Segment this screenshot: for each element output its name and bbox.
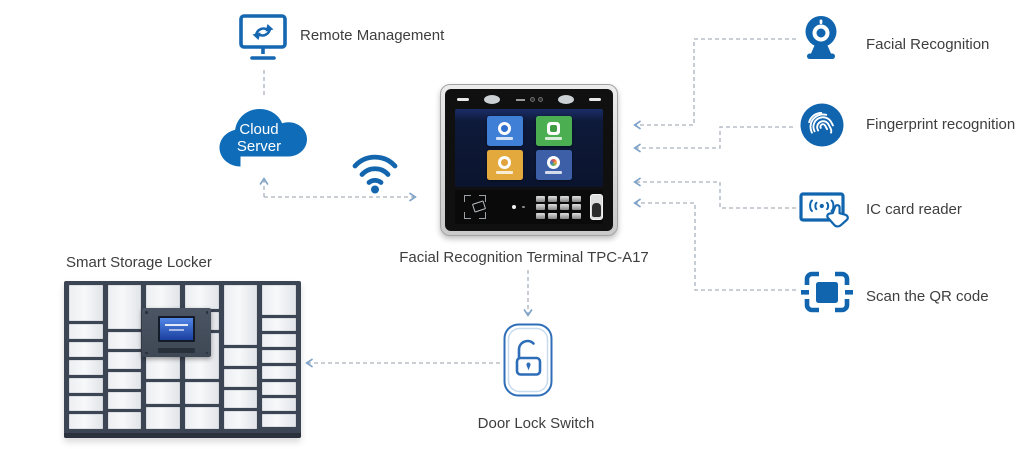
locker-panel-screen: [158, 316, 195, 342]
connector-qr-terminal: [636, 203, 796, 291]
screen-tile-users: [486, 150, 523, 180]
wifi-icon: [348, 150, 402, 201]
locker-column: [185, 285, 219, 430]
screen-tile-settings: [535, 150, 572, 180]
facial-recognition-label: Facial Recognition: [866, 36, 990, 53]
terminal-bottom-panel: [455, 190, 603, 224]
locker-door: [185, 285, 219, 309]
speaker-slot: [589, 98, 601, 101]
qr-scan-icon: [800, 268, 854, 325]
locker-door: [107, 392, 142, 409]
locker-door: [223, 390, 258, 408]
door-lock-icon: [502, 322, 554, 403]
card-swipe-area: [464, 195, 487, 219]
locker-door: [69, 396, 103, 411]
fingerprint-icon: [798, 101, 846, 154]
connector-iccard-terminal: [636, 182, 796, 209]
storage-locker: [64, 281, 301, 438]
locker-door: [262, 414, 297, 427]
fingerprint-reader: [589, 194, 603, 220]
locker-door: [223, 348, 258, 366]
ic-card-icon: [798, 184, 856, 241]
speaker-slot: [457, 98, 469, 101]
locker-column: [146, 285, 181, 430]
locker-column: [223, 285, 258, 430]
terminal-top-bezel: [445, 92, 613, 107]
locker-door: [146, 382, 181, 404]
cloud-server-icon: Cloud Server: [212, 96, 314, 187]
screen-tile-register: [486, 116, 523, 146]
locker-door: [185, 382, 219, 404]
cloud-server-label: Cloud Server: [236, 121, 282, 155]
locker-door: [223, 369, 258, 387]
locker-door: [107, 285, 142, 329]
locker-door: [69, 324, 103, 339]
dual-camera-group: [515, 97, 543, 102]
terminal-body: [445, 89, 613, 231]
locker-panel-keypad: [158, 348, 195, 353]
terminal-device: [440, 84, 618, 236]
terminal-screen: [455, 109, 603, 187]
locker-control-panel: [142, 308, 211, 357]
locker-door: [262, 366, 297, 379]
webcam-icon: [795, 10, 847, 71]
locker-door: [262, 318, 297, 331]
locker-door: [69, 378, 103, 393]
locker-column: [69, 285, 103, 430]
locker-door: [69, 414, 103, 429]
locker-door: [107, 332, 142, 349]
locker-column: [107, 285, 142, 430]
indicator-leds: [512, 205, 525, 209]
camera-left: [484, 95, 501, 104]
locker-door: [262, 334, 297, 347]
locker-door: [69, 342, 103, 357]
screen-tile-verify: [535, 116, 572, 146]
locker-door: [262, 382, 297, 395]
door-lock-label: Door Lock Switch: [477, 415, 595, 432]
numeric-keypad: [535, 195, 581, 219]
locker-door: [262, 285, 297, 315]
locker-door: [69, 360, 103, 375]
connector-fingerprint-terminal: [636, 126, 793, 148]
locker-door: [223, 411, 258, 429]
camera-right: [557, 95, 574, 104]
locker-column: [262, 285, 297, 430]
locker-door: [107, 372, 142, 389]
terminal-label: Facial Recognition Terminal TPC-A17: [399, 249, 649, 266]
remote-management-label: Remote Management: [300, 27, 445, 44]
fingerprint-recognition-label: Fingerprint recognition: [866, 116, 1016, 133]
connector-facial-terminal: [636, 38, 796, 125]
locker-door: [146, 285, 181, 309]
locker-door: [223, 285, 258, 345]
remote-management-icon: [234, 8, 292, 71]
locker-door: [262, 350, 297, 363]
locker-door: [185, 407, 219, 429]
locker-door: [262, 398, 297, 411]
locker-door: [69, 285, 103, 321]
locker-door: [146, 407, 181, 429]
scan-qr-code-label: Scan the QR code: [866, 288, 989, 305]
locker-door: [107, 412, 142, 429]
locker-door: [107, 352, 142, 369]
ic-card-reader-label: IC card reader: [866, 201, 962, 218]
storage-locker-label: Smart Storage Locker: [66, 254, 212, 271]
